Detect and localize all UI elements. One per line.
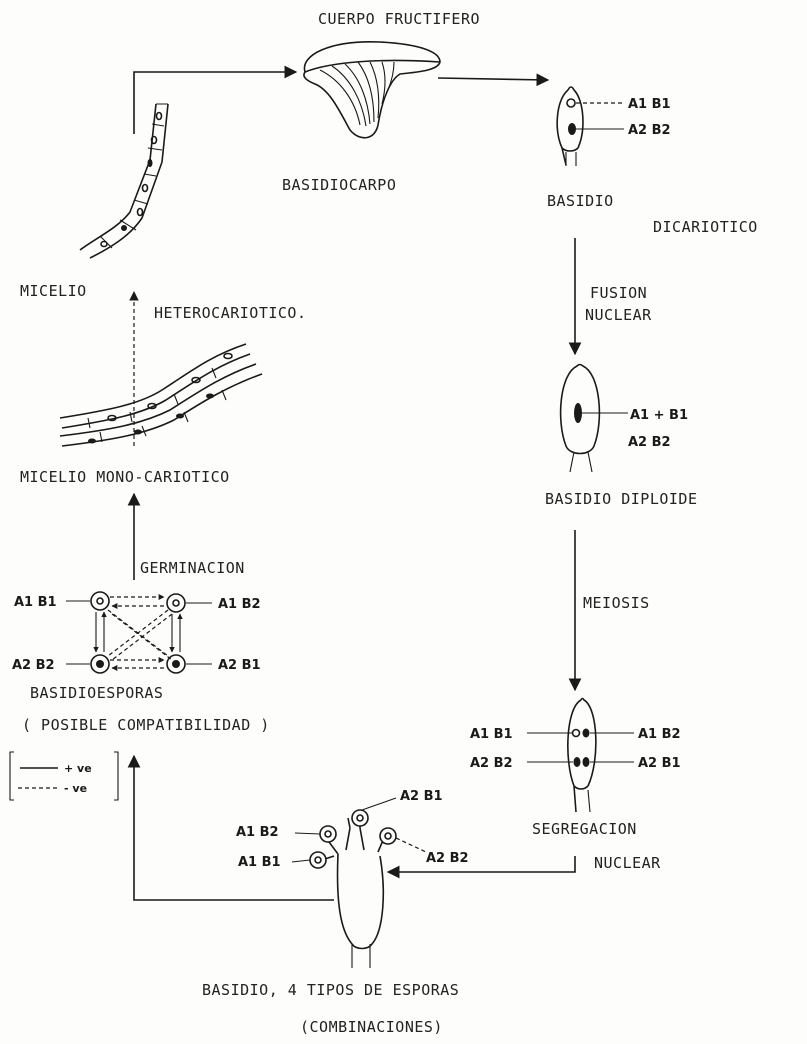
gene-spore-a1b2: A1 B2 — [236, 825, 279, 840]
gene-bs-tr: A1 B2 — [218, 597, 261, 612]
gene-seg-right-top: A1 B2 — [638, 727, 681, 742]
arrow-basidio-to-basidioesporas — [134, 756, 334, 900]
label-dicariotico: DICARIOTICO — [653, 218, 758, 236]
basidio-dicariotico — [557, 87, 624, 166]
legend-dashed-label: - ve — [64, 782, 87, 795]
gene-spore-a1b1: A1 B1 — [238, 855, 281, 870]
legend-solid-label: + ve — [64, 762, 92, 775]
micelio-heterocariotico — [80, 104, 168, 258]
gene-spore-a2b1: A2 B1 — [400, 789, 443, 804]
basidio-segregacion — [527, 699, 634, 813]
basidioesporas-grid — [66, 592, 212, 673]
label-basidio-4-tipos: BASIDIO, 4 TIPOS DE ESPORAS — [202, 981, 459, 999]
gene-bs-tl: A1 B1 — [14, 595, 57, 610]
basidio-four-spores — [292, 798, 426, 968]
label-micelio-mono: MICELIO MONO-CARIOTICO — [20, 468, 230, 486]
gene-diploid-bottom: A2 B2 — [628, 435, 671, 450]
label-basidio: BASIDIO — [547, 192, 614, 210]
arrow-fruiting-to-basidio — [438, 78, 548, 80]
label-micelio: MICELIO — [20, 282, 87, 300]
label-posible-compatibilidad: ( POSIBLE COMPATIBILIDAD ) — [22, 716, 270, 734]
gene-diploid-top: A1 + B1 — [630, 408, 688, 423]
label-combinaciones: (COMBINACIONES) — [300, 1018, 443, 1036]
label-fusion: FUSION — [590, 284, 647, 302]
gene-spore-a2b2: A2 B2 — [426, 851, 469, 866]
gene-bs-br: A2 B1 — [218, 658, 261, 673]
gene-bs-bl: A2 B2 — [12, 658, 55, 673]
label-heterocariotico: HETEROCARIOTICO. — [154, 304, 307, 322]
basidio-diploide — [561, 365, 628, 473]
label-nuclear-2: NUCLEAR — [594, 854, 661, 872]
label-cuerpo-fructifero: CUERPO FRUCTIFERO — [318, 10, 480, 28]
arrow-segregacion-to-basidio — [388, 856, 575, 872]
gene-dicar-top: A1 B1 — [628, 97, 671, 112]
micelio-mono-cariotico — [60, 344, 262, 446]
label-basidiocarpo: BASIDIOCARPO — [282, 176, 396, 194]
gene-seg-left-bottom: A2 B2 — [470, 756, 513, 771]
mushroom-fruiting-body — [304, 42, 440, 138]
gene-dicar-bottom: A2 B2 — [628, 123, 671, 138]
label-meiosis: MEIOSIS — [583, 594, 650, 612]
label-basidioesporas: BASIDIOESPORAS — [30, 684, 163, 702]
label-germinacion: GERMINACION — [140, 559, 245, 577]
label-nuclear: NUCLEAR — [585, 306, 652, 324]
gene-seg-right-bottom: A2 B1 — [638, 756, 681, 771]
label-basidio-diploide: BASIDIO DIPLOIDE — [545, 490, 698, 508]
label-segregacion: SEGREGACION — [532, 820, 637, 838]
gene-seg-left-top: A1 B1 — [470, 727, 513, 742]
